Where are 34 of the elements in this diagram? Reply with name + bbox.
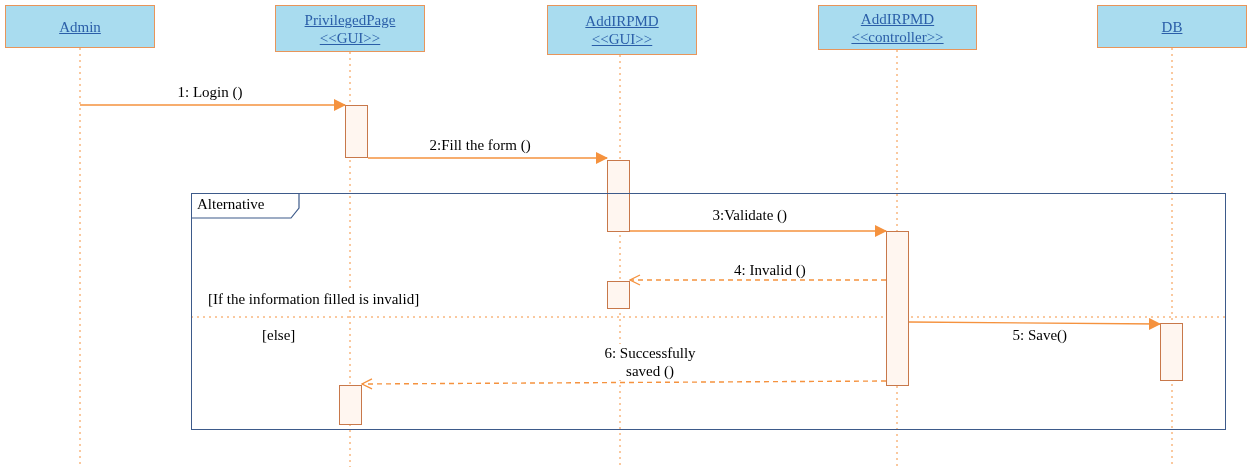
activation-bar bbox=[886, 231, 909, 386]
object-box bbox=[547, 5, 697, 55]
message-arrow bbox=[79, 99, 346, 111]
object-name: DB bbox=[1161, 17, 1183, 36]
activation-bar bbox=[1160, 323, 1183, 381]
activation-bar bbox=[345, 105, 368, 158]
object-box bbox=[5, 5, 155, 48]
activation-bar bbox=[339, 385, 362, 425]
guard-condition: [If the information filled is invalid] bbox=[208, 291, 420, 308]
object-name: AddIRPMD bbox=[585, 12, 659, 30]
message-arrow bbox=[629, 225, 887, 237]
activation-bar bbox=[607, 281, 630, 309]
message-label: 3:Validate () bbox=[712, 206, 788, 224]
message-label: 1: Login () bbox=[177, 83, 243, 101]
object-name: PrivilegedPage bbox=[304, 10, 396, 29]
object-box bbox=[275, 5, 425, 52]
stereotype-label: <<GUI>> bbox=[591, 30, 653, 48]
message-label: 4: Invalid () bbox=[734, 261, 806, 279]
object-box bbox=[818, 5, 977, 50]
message-arrow bbox=[908, 317, 1161, 330]
combined-fragment bbox=[191, 193, 1226, 430]
activation-bar bbox=[607, 160, 630, 232]
fragment-label: Alternative bbox=[192, 194, 299, 218]
message-label: 5: Save() bbox=[1012, 326, 1068, 344]
message-label: 2:Fill the form () bbox=[429, 136, 531, 154]
stereotype-label: <<controller>> bbox=[851, 27, 944, 46]
return-message-arrow bbox=[629, 274, 887, 286]
object-name: AddIRPMD bbox=[860, 9, 935, 28]
guard-condition: [else] bbox=[262, 327, 296, 344]
stereotype-label: <<GUI>> bbox=[319, 28, 381, 47]
message-arrow bbox=[367, 152, 608, 164]
object-box bbox=[1097, 5, 1247, 48]
return-message-arrow bbox=[361, 378, 887, 390]
object-name: Admin bbox=[59, 17, 101, 36]
